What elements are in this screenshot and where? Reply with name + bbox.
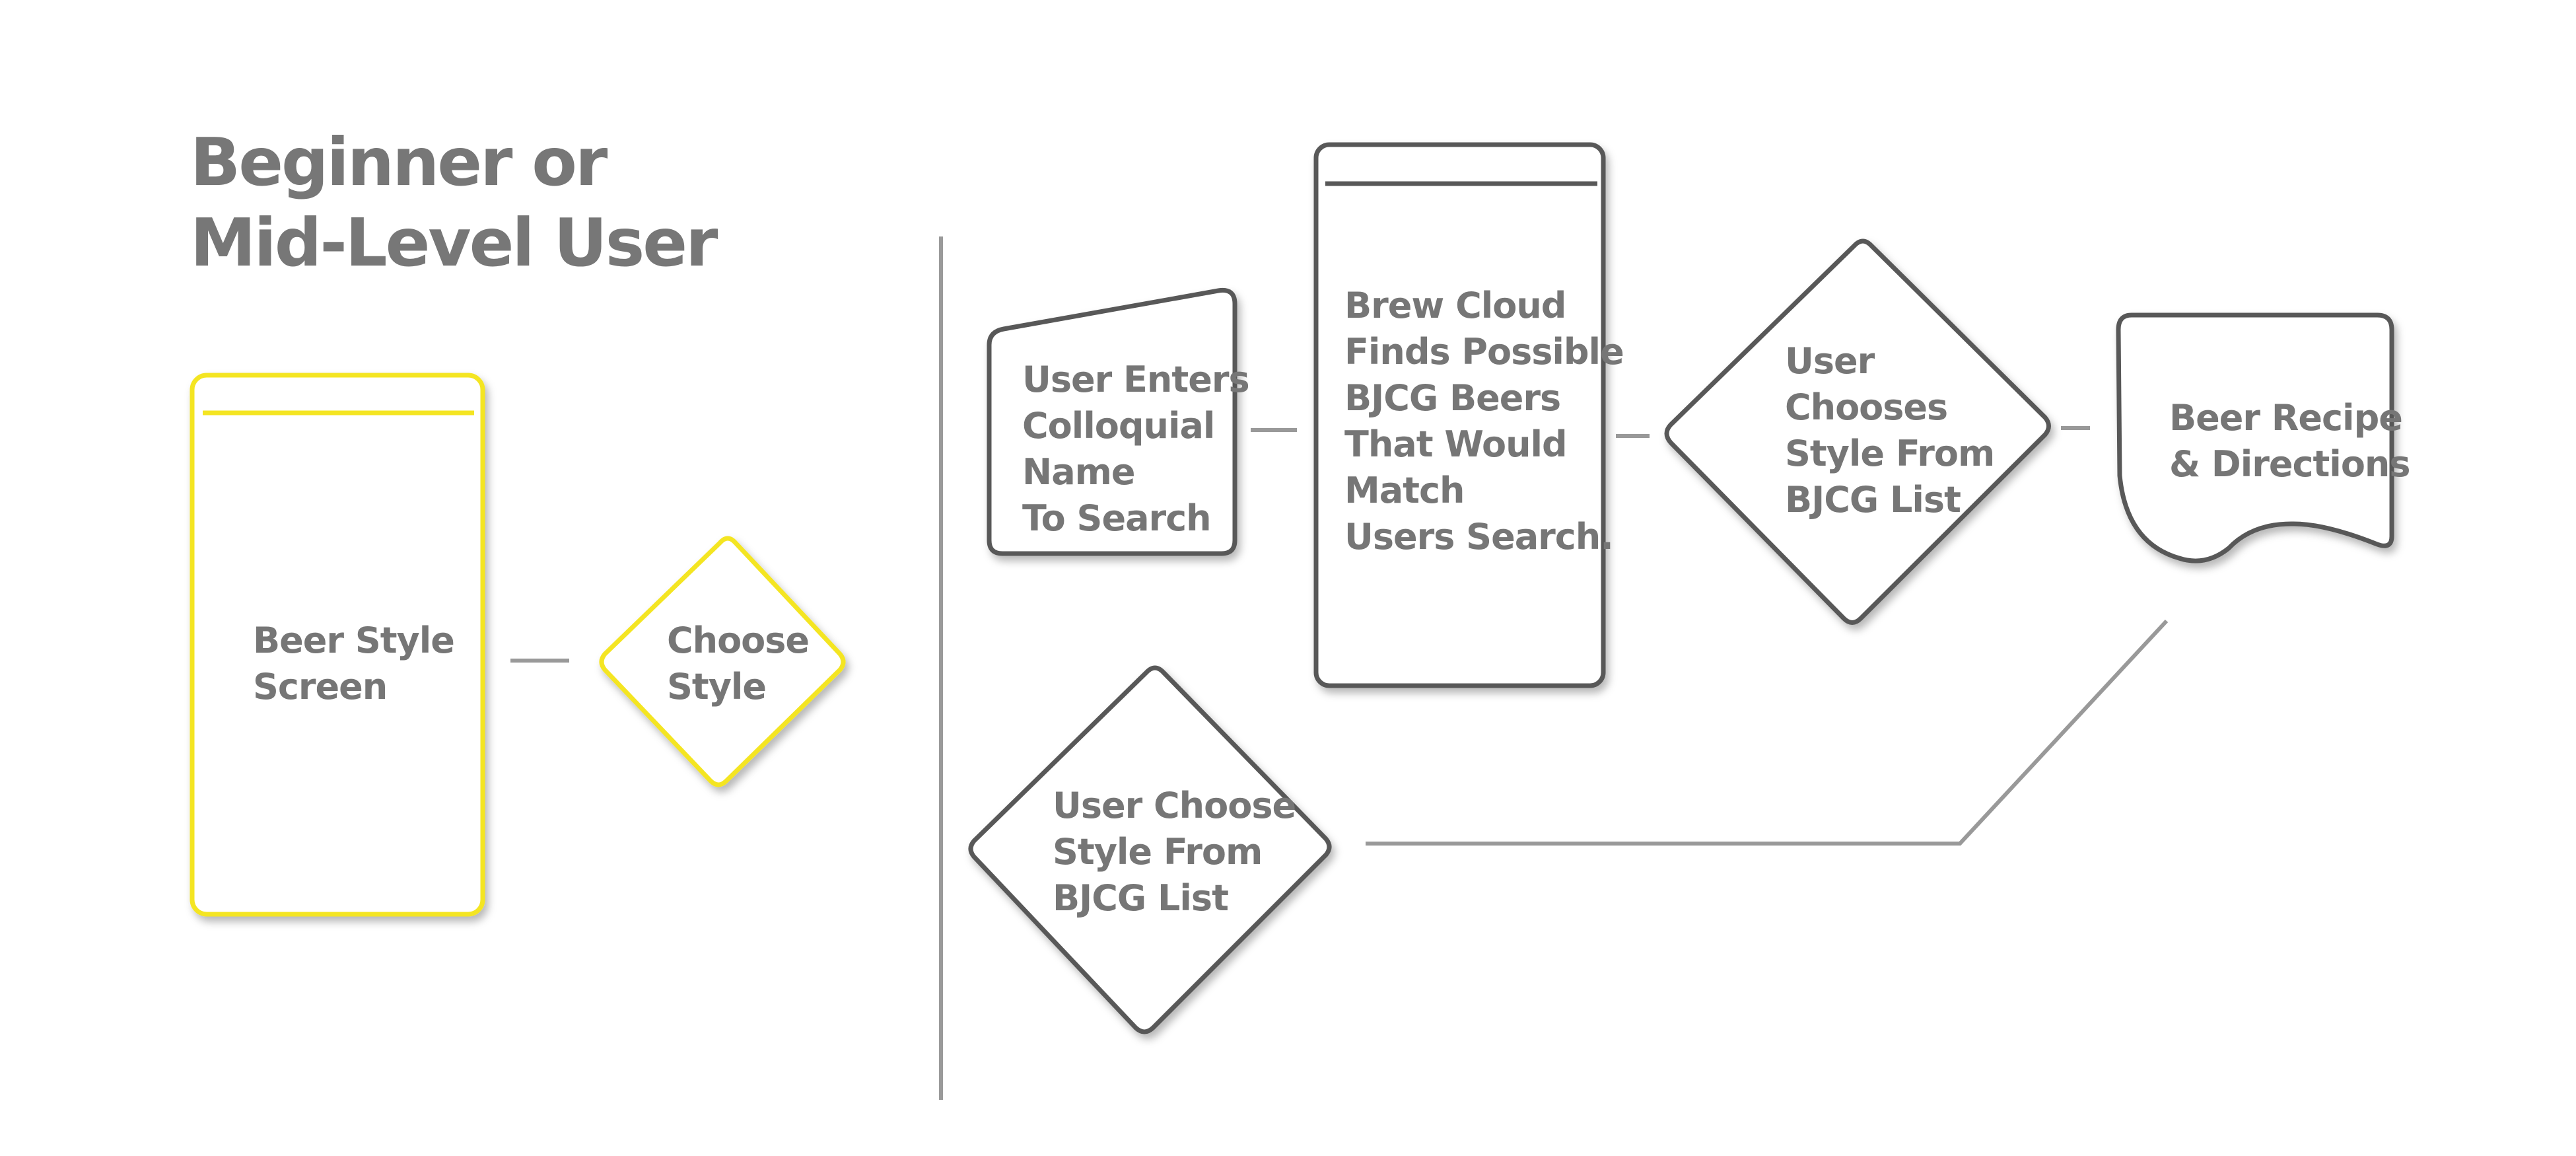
- choose-style-label: Choose Style: [667, 618, 810, 710]
- label-line: BJCG Beers: [1344, 377, 1561, 419]
- label-line: Choose: [667, 620, 810, 661]
- label-line: Style: [667, 666, 767, 707]
- label-line: That Would: [1344, 423, 1568, 465]
- label-line: Chooses: [1785, 386, 1948, 428]
- beer-style-screen-shape[interactable]: [190, 373, 485, 917]
- brew-cloud-process-shape[interactable]: [1313, 142, 1606, 688]
- page-title: Beginner or Mid-Level User: [190, 122, 718, 283]
- title-line-1: Beginner or: [190, 124, 608, 201]
- label-line: Style From: [1053, 831, 1263, 873]
- user-choose-style-alt-decision[interactable]: [968, 665, 1332, 1034]
- beer-style-screen-label: Beer Style Screen: [253, 618, 455, 710]
- label-line: BJCG List: [1053, 877, 1229, 919]
- user-enters-input-shape[interactable]: [987, 287, 1237, 556]
- label-line: Colloquial: [1022, 405, 1215, 447]
- label-line: Finds Possible: [1344, 331, 1624, 373]
- user-chooses-style-label: User Chooses Style From BJCG List: [1785, 338, 1995, 523]
- user-enters-label: User Enters Colloquial Name To Search: [1022, 357, 1250, 542]
- label-line: BJCG List: [1785, 479, 1961, 521]
- label-line: Name: [1022, 451, 1136, 493]
- label-line: User: [1785, 340, 1875, 382]
- brew-cloud-label: Brew Cloud Finds Possible BJCG Beers Tha…: [1344, 283, 1624, 560]
- connector-alt-decision-to-output: [1366, 619, 2169, 846]
- beer-recipe-label: Beer Recipe & Directions: [2169, 395, 2410, 488]
- label-line: Style From: [1785, 433, 1995, 474]
- label-line: & Directions: [2169, 443, 2410, 485]
- choose-style-decision[interactable]: [599, 536, 846, 787]
- label-line: Match: [1344, 470, 1465, 511]
- label-line: Beer Style: [253, 620, 455, 661]
- label-line: To Search: [1022, 497, 1212, 539]
- label-line: Beer Recipe: [2169, 397, 2403, 439]
- label-line: User Enters: [1022, 359, 1250, 400]
- label-line: User Choose: [1053, 785, 1296, 826]
- user-chooses-style-decision[interactable]: [1664, 238, 2051, 625]
- user-choose-style-alt-label: User Choose Style From BJCG List: [1053, 783, 1296, 921]
- beer-recipe-document-shape[interactable]: [2116, 312, 2394, 563]
- title-line-2: Mid-Level User: [190, 204, 718, 281]
- label-line: Users Search.: [1344, 516, 1614, 558]
- label-line: Screen: [253, 666, 388, 707]
- label-line: Brew Cloud: [1344, 285, 1566, 326]
